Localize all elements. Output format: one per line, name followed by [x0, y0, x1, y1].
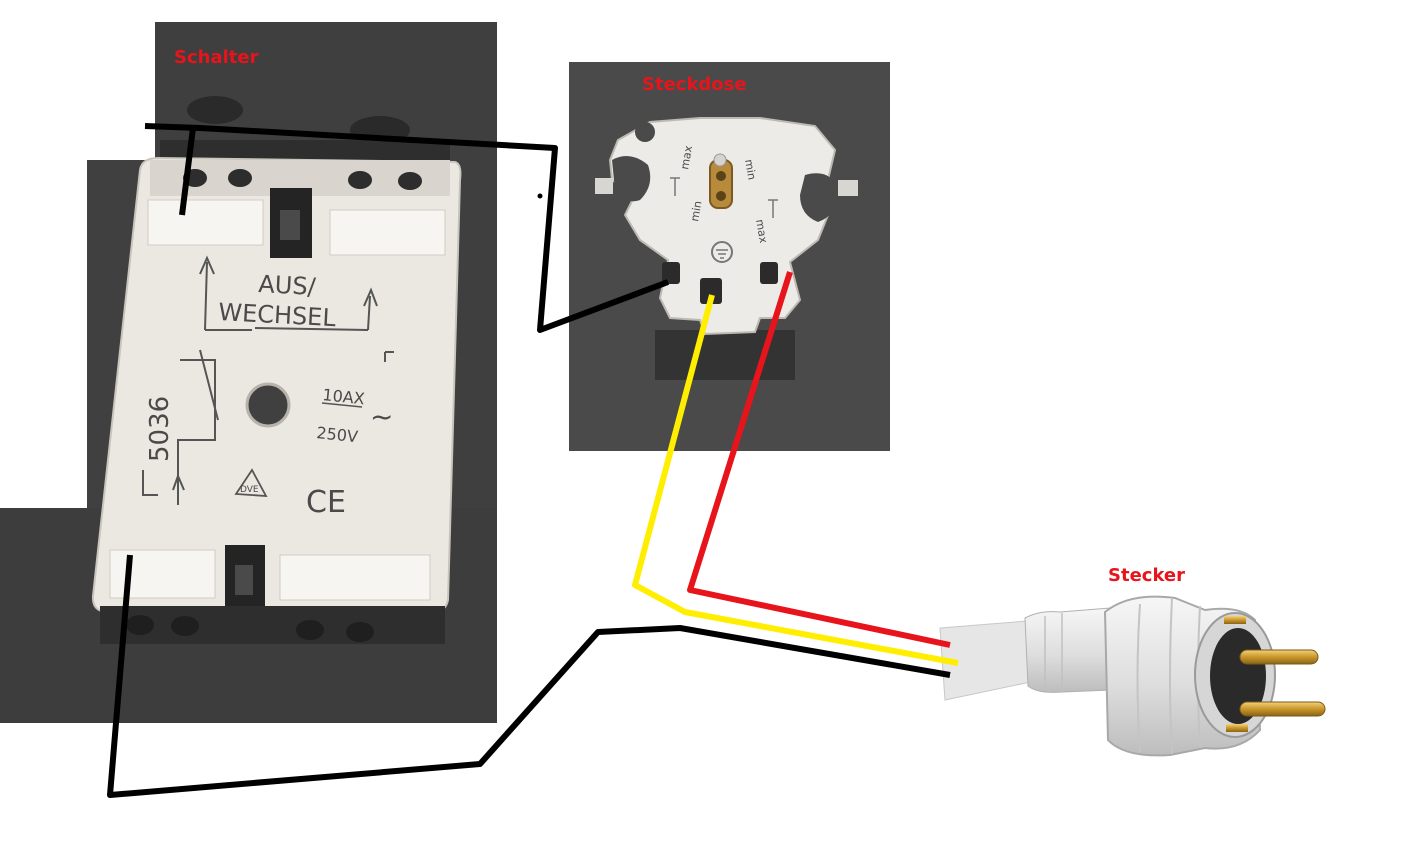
- switch-schematic-print: [172, 255, 394, 505]
- plug-photo: [939, 595, 1326, 757]
- socket-max-right: max: [753, 218, 770, 244]
- socket-photo: max min min max: [569, 62, 890, 451]
- switch-model-number: 5036: [145, 396, 175, 462]
- socket-min-right: min: [742, 158, 758, 181]
- switch-ac-symbol: ~: [370, 400, 393, 433]
- switch-ce-mark: CE: [306, 485, 346, 520]
- switch-label: Schalter: [174, 47, 259, 68]
- black-wire-dot: [537, 193, 543, 199]
- socket-cutout-right: [800, 173, 840, 222]
- plug-label: Stecker: [1108, 565, 1185, 586]
- plug-pin-top: [1239, 649, 1319, 665]
- plug-pin-bottom: [1239, 701, 1326, 717]
- black-wire-switch-top-stub: [179, 127, 196, 216]
- yellow-wire-socket-to-plug: [632, 294, 959, 666]
- plug-strain-relief: [1024, 607, 1113, 693]
- switch-model-corner-mark: [142, 470, 158, 496]
- socket-label: Steckdose: [642, 74, 747, 95]
- plug-earth-clip-top: [1224, 616, 1246, 624]
- earth-symbol-icon: [711, 241, 733, 263]
- switch-mounting-hole: [245, 382, 291, 428]
- switch-mode-line2: WECHSEL: [218, 298, 337, 332]
- socket-min-left: min: [688, 200, 704, 223]
- socket-cutout-left: [612, 156, 651, 202]
- socket-max-left: max: [678, 144, 695, 170]
- switch-clamp-pad-bottom-right: [279, 554, 431, 601]
- socket-notch-top: [635, 122, 655, 142]
- wires: [107, 123, 959, 798]
- switch-mode-line1: AUS/: [258, 270, 318, 301]
- switch-photo: AUS/ WECHSEL 5036 10AX 250V ~ DVE CE: [0, 22, 497, 723]
- switch-current-rating: 10AX: [322, 385, 366, 408]
- switch-voltage-rating: 250V: [316, 423, 359, 446]
- socket-terminals: [662, 262, 778, 304]
- switch-bottom-screws: [126, 615, 374, 642]
- switch-clamp-pad-top-left: [147, 199, 264, 246]
- switch-clamp-pad-top-right: [329, 209, 446, 256]
- plug-earth-clip-bottom: [1226, 724, 1248, 732]
- switch-vde-mark: DVE: [240, 485, 259, 495]
- switch-bottom-screw-strip: [100, 606, 445, 644]
- vde-mark-icon: [234, 468, 268, 498]
- red-wire-socket-to-plug: [687, 271, 951, 648]
- black-wire-switch-top-to-socket: [144, 123, 670, 333]
- black-wire-switch-bottom-to-plug: [107, 554, 951, 798]
